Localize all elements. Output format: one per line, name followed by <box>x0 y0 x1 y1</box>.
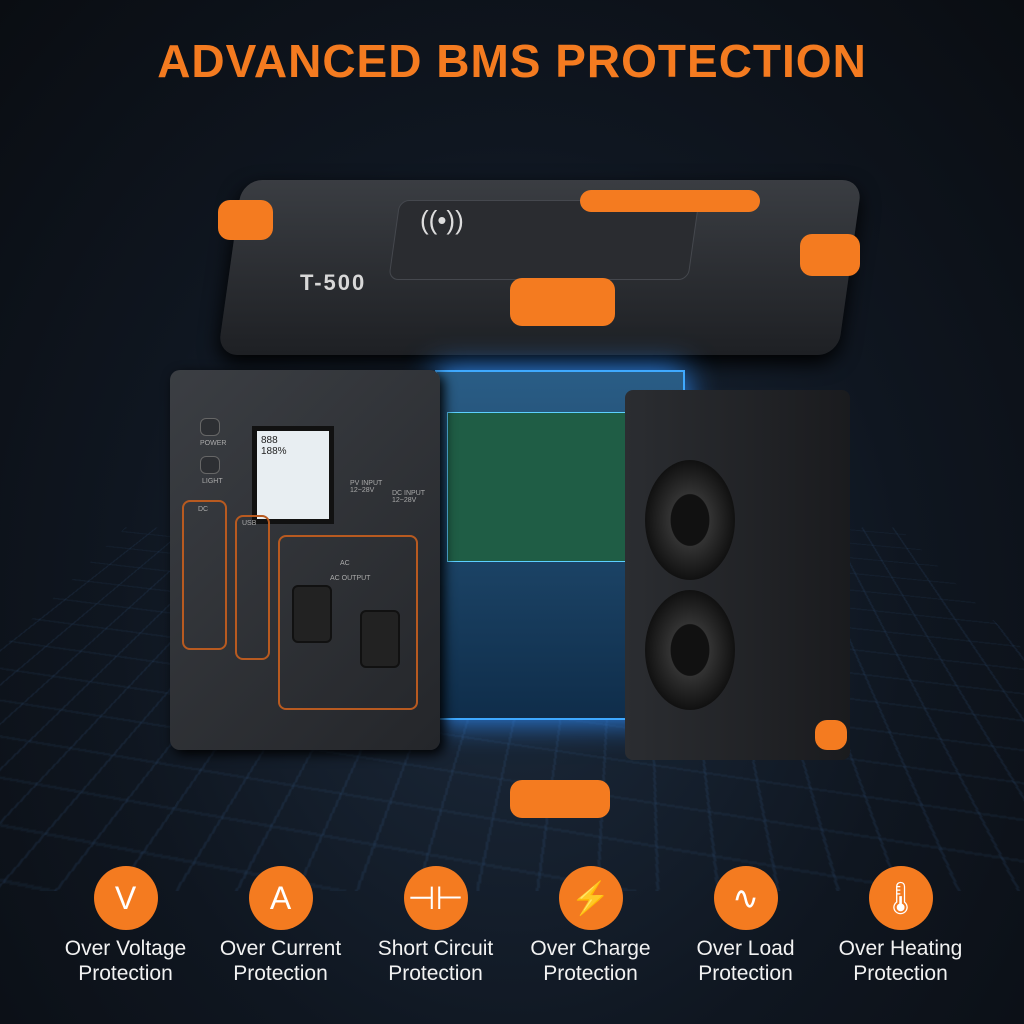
lid-corner <box>510 278 615 326</box>
dc-label: DC <box>198 506 209 513</box>
front-panel: POWER LIGHT 888 188% PV INPUT 12~28V DC … <box>170 370 440 750</box>
power-label: POWER <box>200 440 227 447</box>
lcd-display: 888 188% <box>252 426 334 524</box>
fan <box>645 590 735 710</box>
capacitor-icon: ⊣⊢ <box>403 866 468 930</box>
wireless-charging-icon: ((•)) <box>420 205 464 235</box>
dc-input-label: DC INPUT 12~28V <box>392 490 425 504</box>
side-panel <box>625 390 850 760</box>
light-label: LIGHT <box>202 478 223 485</box>
dc-output-group <box>182 500 227 650</box>
lcd-reading: 888 <box>261 435 278 446</box>
lid-corner <box>800 234 860 276</box>
page-title: ADVANCED BMS PROTECTION <box>157 35 867 87</box>
ac-label: AC <box>340 560 350 567</box>
pv-input-label: PV INPUT 12~28V <box>350 480 383 494</box>
light-button[interactable] <box>200 456 220 474</box>
model-label: T-500 <box>300 270 367 295</box>
ac-outlet <box>360 610 400 668</box>
product-body: POWER LIGHT 888 188% PV INPUT 12~28V DC … <box>170 330 850 800</box>
ac-outlet <box>292 585 332 643</box>
battery-reading: 188% <box>261 446 287 457</box>
battery-charge-icon: ⚡ <box>558 866 623 930</box>
ac-output-group <box>278 535 418 710</box>
usb-output-group <box>235 515 270 660</box>
power-button[interactable] <box>200 418 220 436</box>
ac-output-label: AC OUTPUT <box>330 575 371 582</box>
product-lid <box>217 180 863 355</box>
pulse-icon: ∿ <box>713 866 778 930</box>
lid-corner <box>218 200 273 240</box>
usb-label: USB <box>242 520 257 527</box>
thermometer-icon: 🌡 <box>868 866 933 930</box>
base-corner <box>510 780 610 818</box>
fan <box>645 460 735 580</box>
lid-corner <box>580 190 760 212</box>
current-icon: A <box>248 866 313 930</box>
base-corner <box>815 720 847 750</box>
voltage-icon: V <box>93 866 158 930</box>
